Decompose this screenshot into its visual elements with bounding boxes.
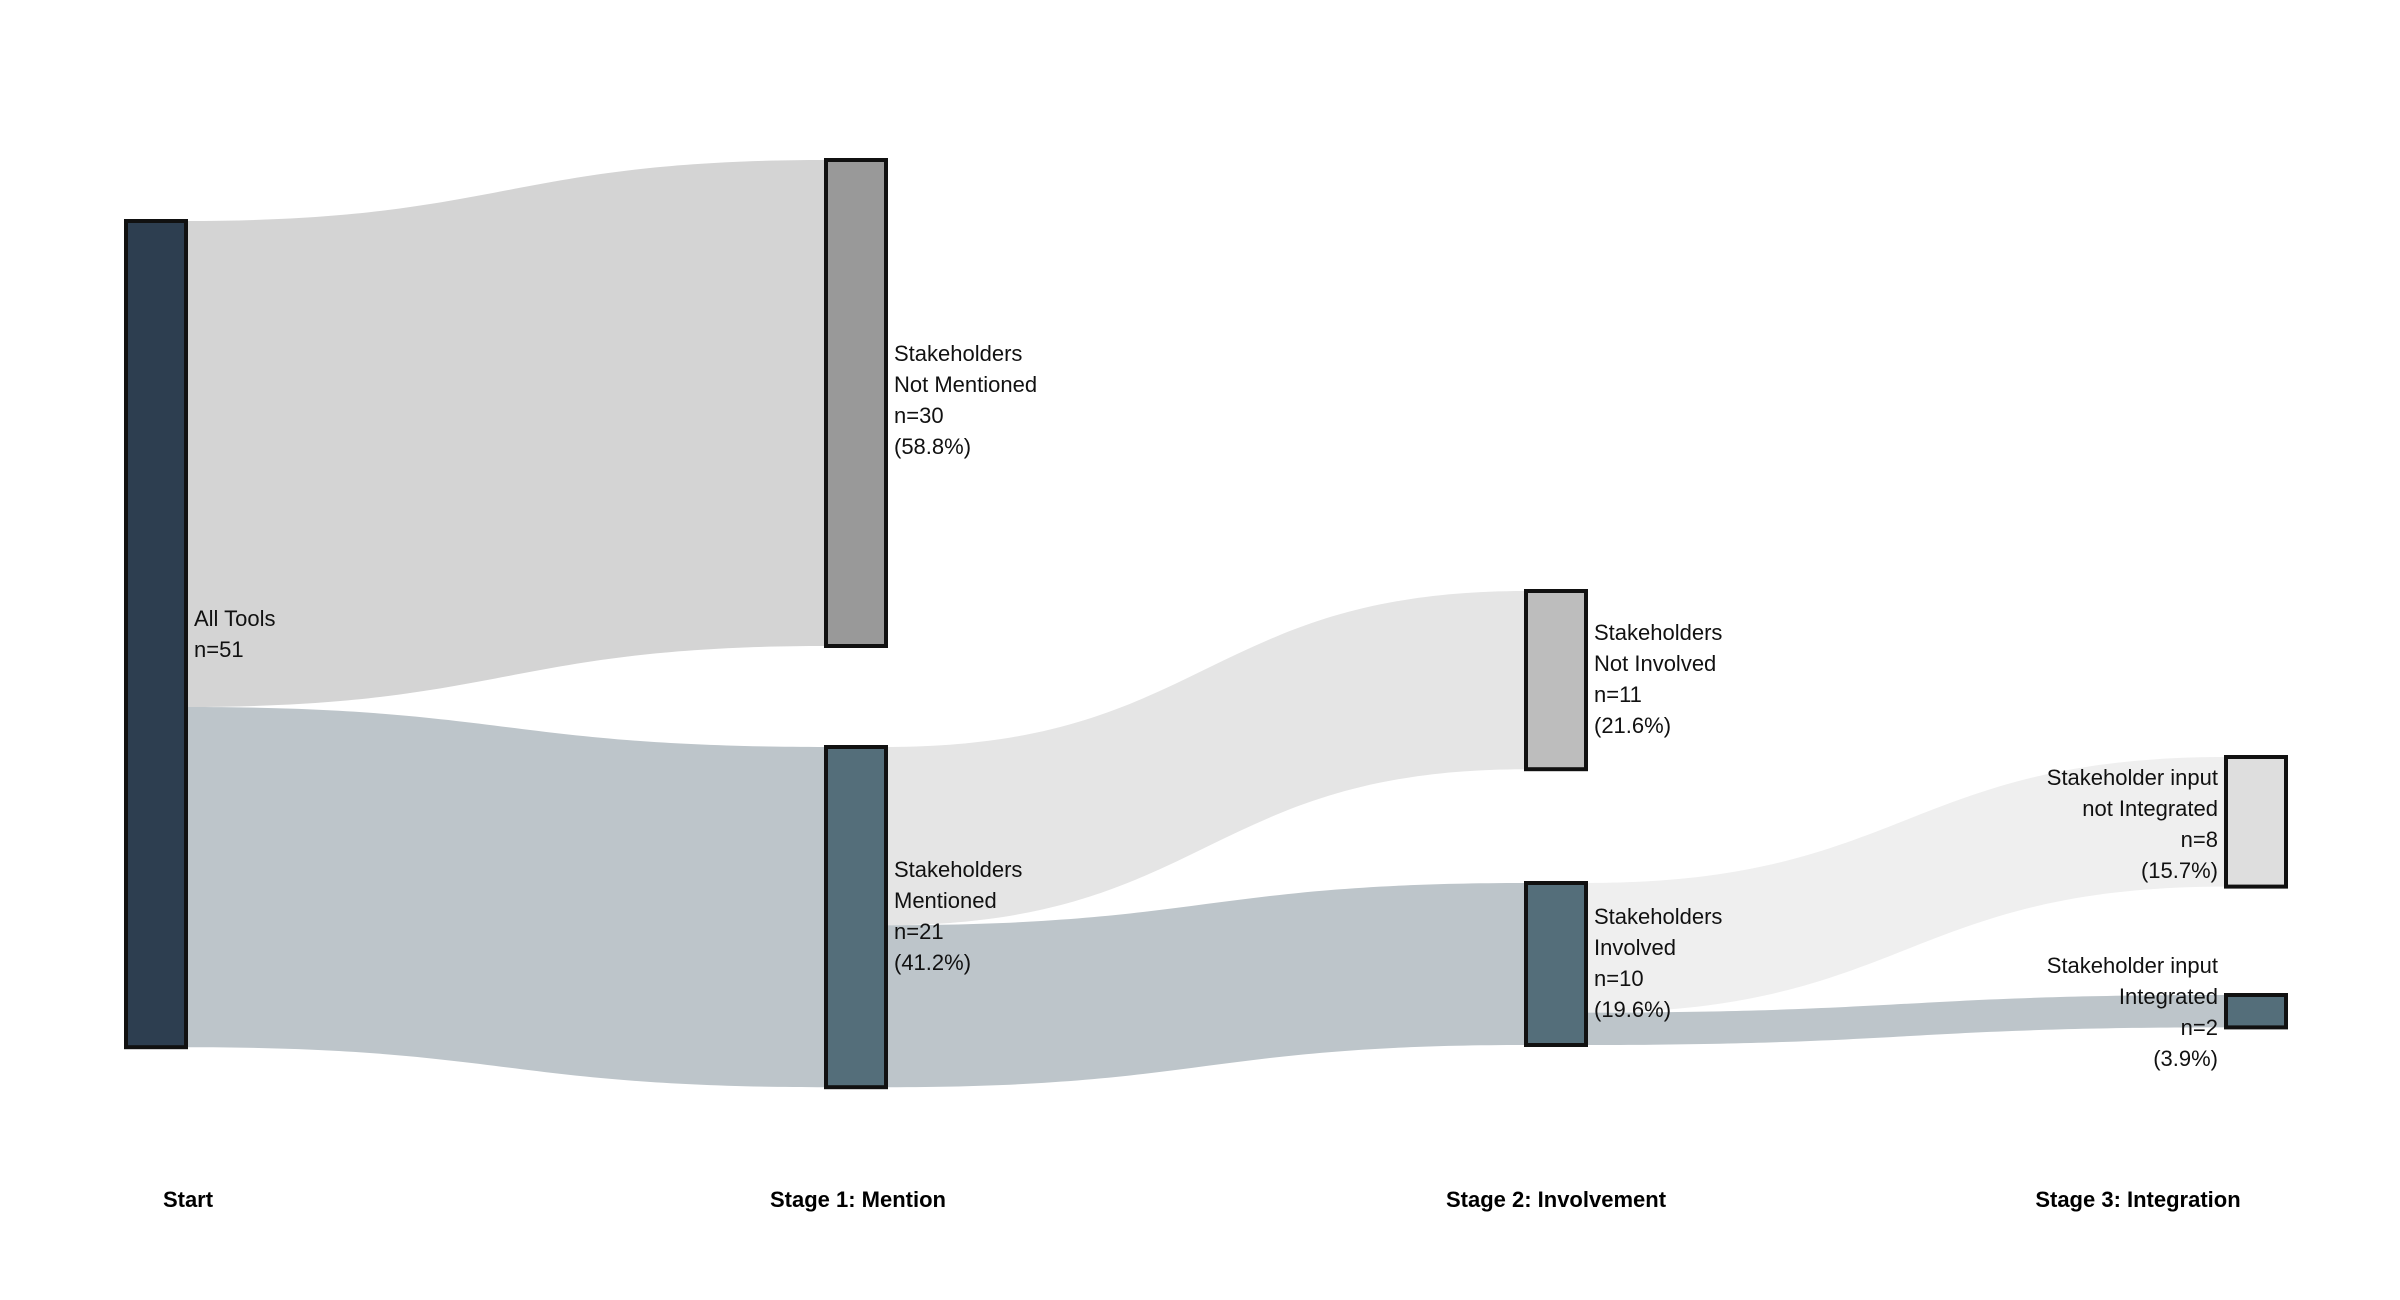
node-label-line: not Integrated <box>2082 796 2218 821</box>
node-involved <box>1524 881 1588 1047</box>
node-label-line: Integrated <box>2119 984 2218 1009</box>
link-mentioned-to-not_involved <box>886 591 1526 926</box>
node-label-line: All Tools <box>194 606 276 631</box>
node-label-line: Stakeholders <box>1594 620 1722 645</box>
node-label-line: (15.7%) <box>2141 858 2218 883</box>
node-label-line: (41.2%) <box>894 950 971 975</box>
node-label-line: Stakeholders <box>894 857 1022 882</box>
node-label-line: Stakeholder input <box>2047 953 2218 978</box>
link-mentioned-to-involved <box>886 883 1526 1088</box>
node-label-line: n=51 <box>194 637 244 662</box>
node-label-line: (58.8%) <box>894 434 971 459</box>
node-label-line: n=2 <box>2181 1015 2218 1040</box>
node-not_involved <box>1524 589 1588 772</box>
node-label-line: Not Involved <box>1594 651 1716 676</box>
node-label-line: n=30 <box>894 403 944 428</box>
node-label-line: Stakeholders <box>894 341 1022 366</box>
link-involved-to-integrated <box>1586 995 2226 1045</box>
node-label-all: All Tools n=51 <box>194 606 276 662</box>
node-integrated <box>2224 993 2288 1030</box>
link-all-to-not_mentioned <box>186 160 826 707</box>
link-all-to-mentioned <box>186 707 826 1088</box>
node-not_mentioned <box>824 158 888 648</box>
node-label-line: n=10 <box>1594 966 1644 991</box>
stage-label-integration: Stage 3: Integration <box>2035 1187 2240 1212</box>
stage-label-involvement: Stage 2: Involvement <box>1446 1187 1667 1212</box>
node-label-line: n=21 <box>894 919 944 944</box>
node-label-line: Mentioned <box>894 888 997 913</box>
stage-label-start: Start <box>163 1187 214 1212</box>
stage-labels: Start Stage 1: Mention Stage 2: Involvem… <box>163 1187 2241 1212</box>
node-mentioned <box>824 745 888 1090</box>
links-layer <box>186 160 2226 1088</box>
node-label-line: (21.6%) <box>1594 713 1671 738</box>
node-all <box>124 219 188 1050</box>
node-label-line: (19.6%) <box>1594 997 1671 1022</box>
node-label-line: n=8 <box>2181 827 2218 852</box>
stage-label-mention: Stage 1: Mention <box>770 1187 946 1212</box>
node-label-line: n=11 <box>1594 682 1642 707</box>
node-label-line: Involved <box>1594 935 1676 960</box>
node-label-line: Stakeholder input <box>2047 765 2218 790</box>
node-not_integrated <box>2224 755 2288 889</box>
node-label-not_integrated: Stakeholder input not Integrated n=8 (15.7%… <box>2047 765 2218 883</box>
link-involved-to-not_integrated <box>1586 757 2226 1013</box>
node-label-line: Not Mentioned <box>894 372 1037 397</box>
nodes-layer <box>124 158 2288 1090</box>
node-label-line: Stakeholders <box>1594 904 1722 929</box>
node-label-line: (3.9%) <box>2153 1046 2218 1071</box>
